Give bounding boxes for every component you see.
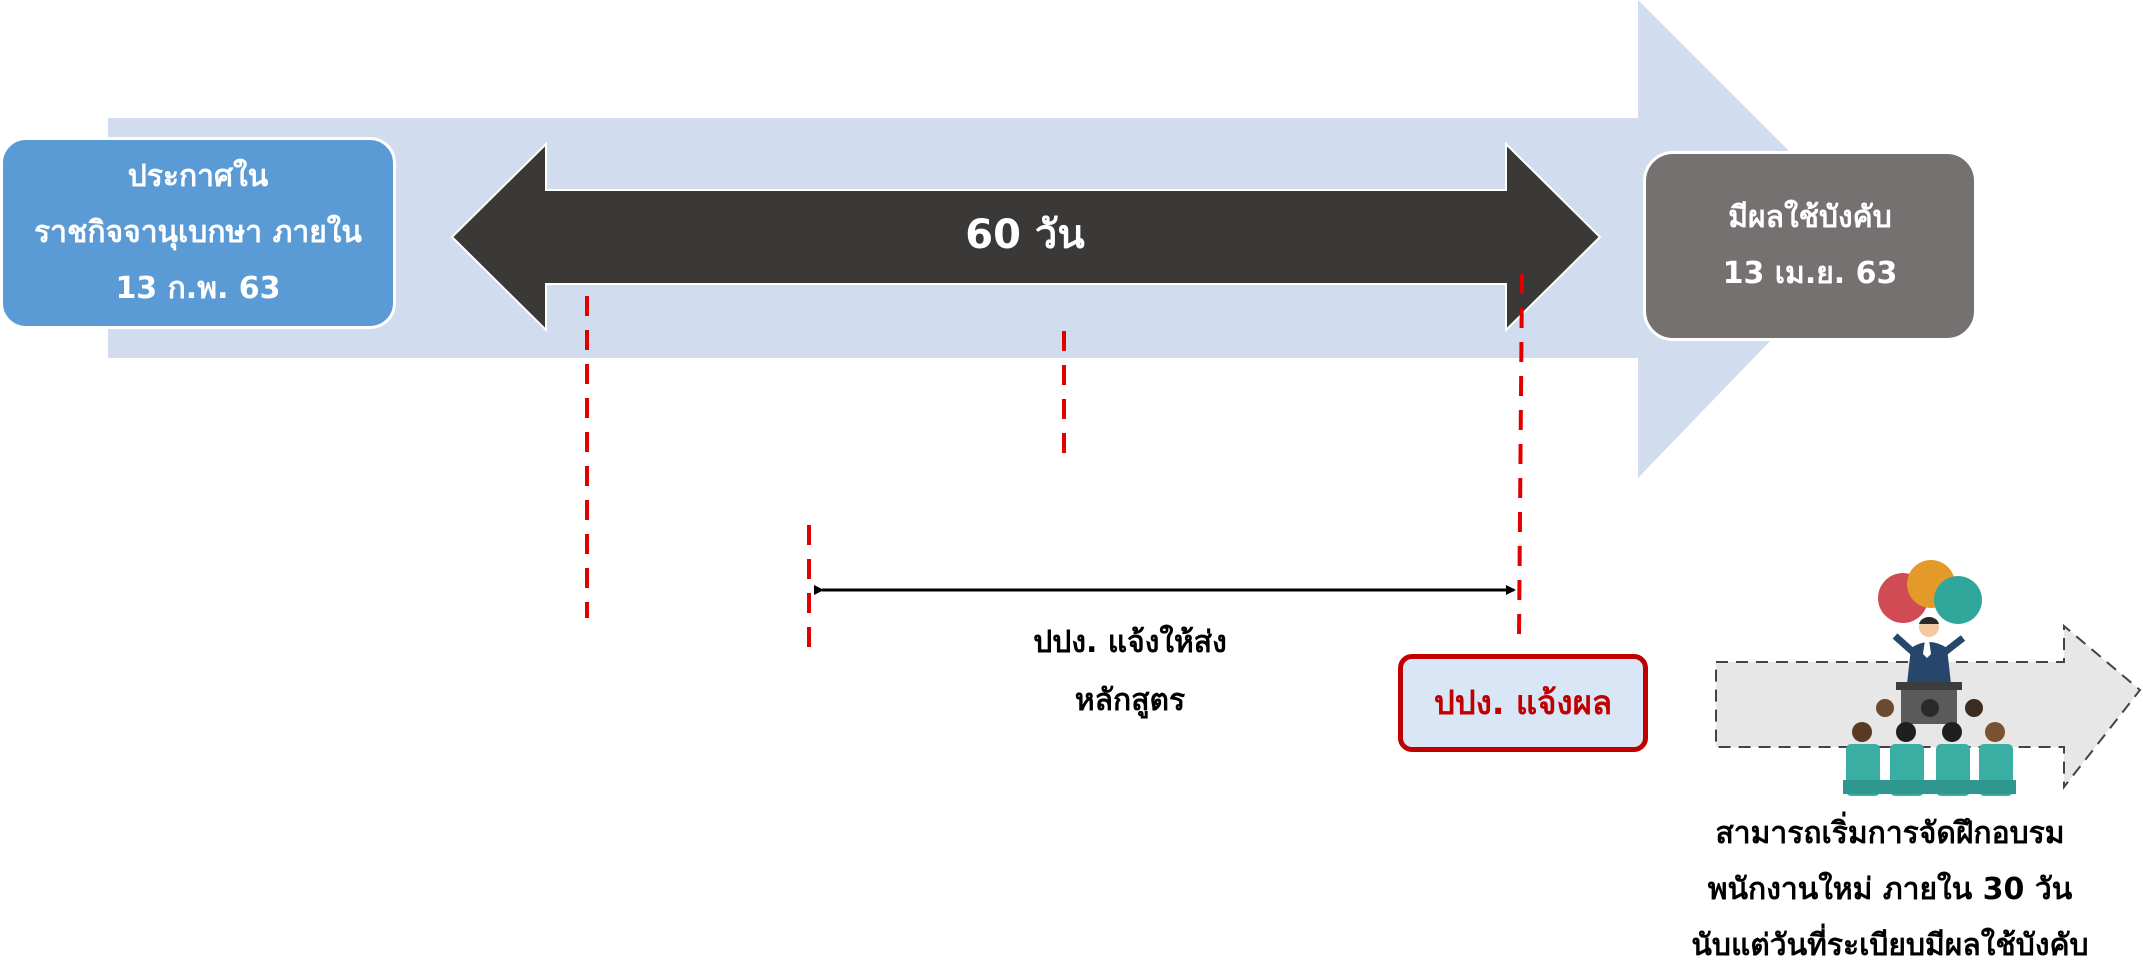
period-double-arrow bbox=[450, 141, 1602, 333]
effective-line-1: มีผลใช้บังคับ bbox=[1728, 200, 1892, 235]
training-caption: สามารถเริ่มการจัดฝึกอบรม พนักงานใหม่ ภาย… bbox=[1640, 806, 2140, 974]
seminar-speaker-audience-icon bbox=[1843, 560, 2016, 796]
announcement-line-1: ประกาศใน bbox=[127, 159, 269, 194]
announcement-line-2: ราชกิจจานุเบกษา ภายใน bbox=[34, 215, 362, 250]
notify-result-box: ปปง. แจ้งผล bbox=[1398, 654, 1648, 752]
effective-line-2: 13 เม.ย. 63 bbox=[1722, 256, 1898, 291]
announcement-box: ประกาศใน ราชกิจจานุเบกษา ภายใน 13 ก.พ. 6… bbox=[0, 137, 396, 329]
notify-label: ปปง. แจ้งผล bbox=[1433, 683, 1613, 722]
period-label: 60 วัน bbox=[965, 212, 1085, 258]
announcement-line-3: 13 ก.พ. 63 bbox=[115, 271, 281, 306]
effective-date-box: มีผลใช้บังคับ 13 เม.ย. 63 bbox=[1643, 151, 1977, 341]
marker-line-notify bbox=[1517, 273, 1524, 639]
training-line-3: นับแต่วันที่ระเบียบมีผลใช้บังคับ bbox=[1691, 928, 2089, 963]
training-line-2: พนักงานใหม่ ภายใน 30 วัน bbox=[1707, 872, 2073, 907]
submit-line-1: ปปง. แจ้งให้ส่ง bbox=[1033, 625, 1227, 660]
submit-line-2: หลักสูตร bbox=[1074, 683, 1186, 718]
submit-curriculum-label: ปปง. แจ้งให้ส่ง หลักสูตร bbox=[980, 614, 1280, 730]
training-line-1: สามารถเริ่มการจัดฝึกอบรม bbox=[1715, 816, 2065, 851]
